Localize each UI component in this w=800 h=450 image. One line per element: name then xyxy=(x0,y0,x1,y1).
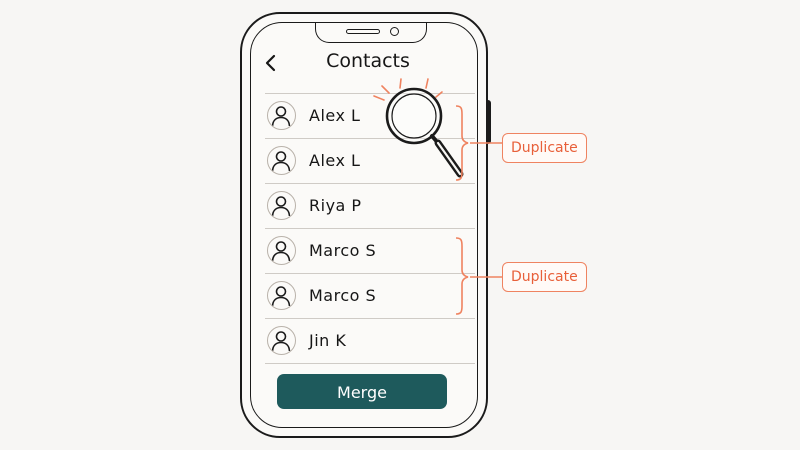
contact-name: Jin K xyxy=(309,331,347,350)
person-icon xyxy=(267,281,296,310)
phone-notch xyxy=(315,23,427,43)
phone-frame xyxy=(240,12,488,438)
camera-icon xyxy=(390,27,399,36)
speaker-icon xyxy=(346,29,380,34)
contact-row-riya[interactable]: Riya P xyxy=(265,184,475,229)
chevron-left-icon[interactable] xyxy=(262,54,280,72)
person-icon xyxy=(267,236,296,265)
person-icon xyxy=(267,191,296,220)
contact-row-alex-1[interactable]: Alex L xyxy=(265,93,475,139)
duplicate-bracket xyxy=(455,105,502,181)
contact-name: Riya P xyxy=(309,196,362,215)
contact-name: Alex L xyxy=(309,151,361,170)
page-title: Contacts xyxy=(326,50,410,72)
person-icon xyxy=(267,101,296,130)
duplicate-badge: Duplicate xyxy=(502,262,587,292)
contact-row-jin[interactable]: Jin K xyxy=(265,319,475,364)
phone-screen xyxy=(250,22,478,428)
contact-list: Alex L Alex L Riya P Marco S Marco S Jin… xyxy=(265,93,475,364)
merge-button[interactable]: Merge xyxy=(277,374,447,409)
contact-name: Marco S xyxy=(309,241,377,260)
contact-row-marco-2[interactable]: Marco S xyxy=(265,274,475,319)
contact-row-alex-2[interactable]: Alex L xyxy=(265,139,475,184)
contact-row-marco-1[interactable]: Marco S xyxy=(265,229,475,274)
person-icon xyxy=(267,146,296,175)
person-icon xyxy=(267,326,296,355)
side-button xyxy=(486,100,491,144)
contact-name: Marco S xyxy=(309,286,377,305)
contact-name: Alex L xyxy=(309,106,361,125)
duplicate-bracket xyxy=(455,237,502,315)
duplicate-badge: Duplicate xyxy=(502,133,587,163)
magnifier-icon xyxy=(373,78,464,178)
